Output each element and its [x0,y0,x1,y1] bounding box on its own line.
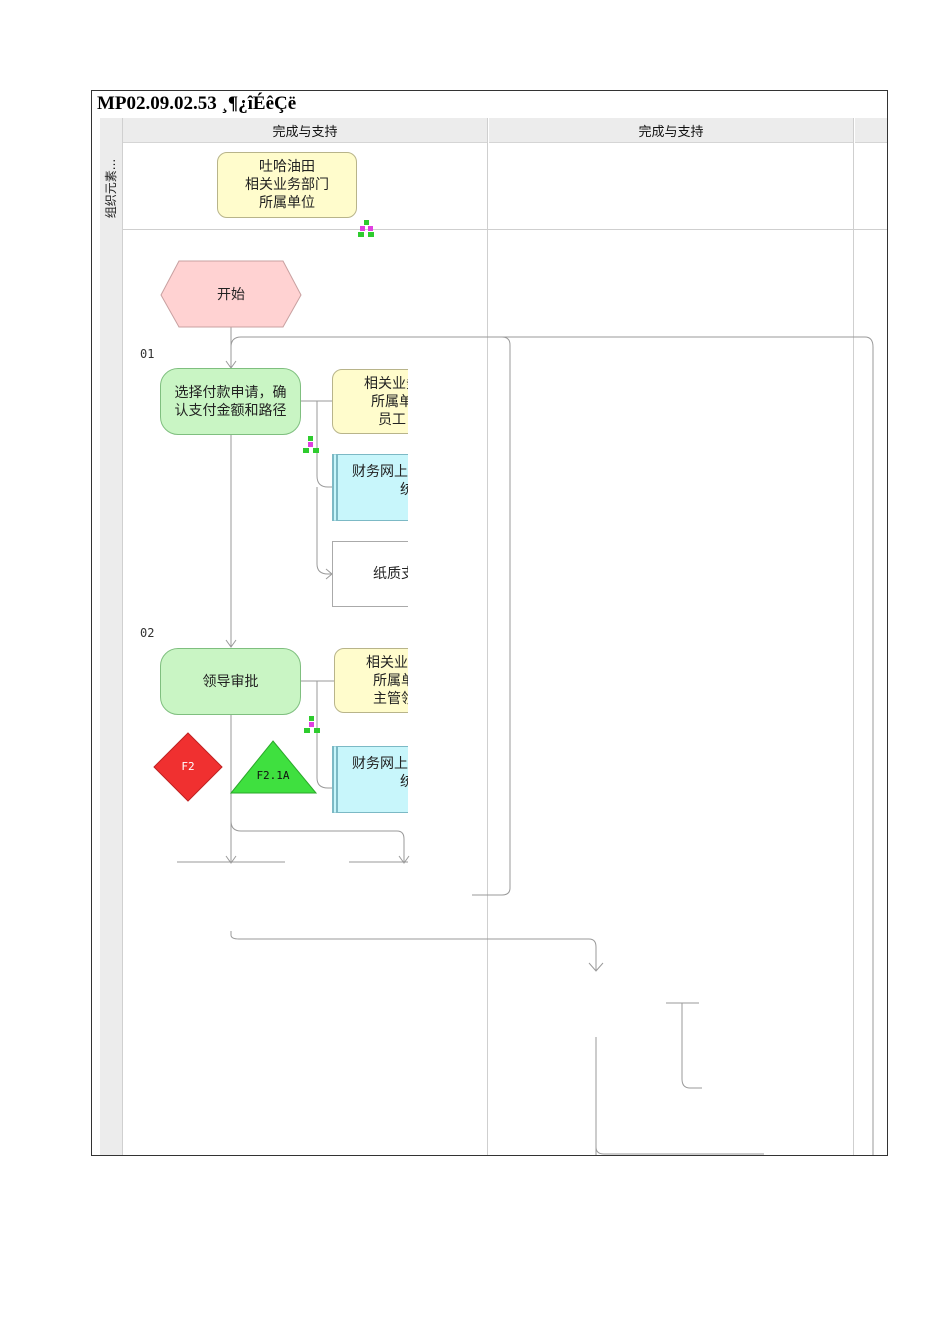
step-01-system-line-2: 统 [352,481,408,499]
step-02-system-line-1: 财务网上 [352,756,408,772]
step-02-role-line-1: 相关业务 [366,654,408,671]
column-header-2-label: 完成与支持 [638,124,704,140]
lane-header-bar [100,118,123,1155]
step-number-02: 02 [140,626,155,640]
step-01-role-line-1: 相关业务 [364,375,408,392]
step-01-system-line-1: 财务网上 [352,464,408,480]
step-01-role-line-3: 员工 [378,411,406,428]
org-unit-line-1: 吐哈油田 [259,159,315,175]
step-01-role-line-2: 所属单 [371,393,408,410]
column-header-3 [855,118,887,143]
activity-02-label: 领导审批 [202,673,259,690]
activity-01-line-2: 认支付金额和路径 [174,402,287,419]
step-02-system-box: 财务网上 统 [332,746,408,813]
org-unit-box: 吐哈油田 相关业务部门 所属单位 [217,152,357,218]
column-header-2: 完成与支持 [489,118,853,143]
step-01-document-label: 纸质支 [373,566,408,582]
org-unit-line-2: 相关业务部门 [245,177,329,193]
column-divider-1 [487,118,488,1155]
column-header-1: 完成与支持 [123,118,487,143]
step-02-role-line-2: 所属单 [373,672,408,689]
step-02-role-box: 相关业务 所属单 主管领 [334,648,408,713]
risk-marker: F2 [158,755,218,779]
step-01-system-box: 财务网上 统 [332,454,408,521]
step-01-document-box: 纸质支 [332,541,408,607]
clipped-region: 相关业务 所属单 员工 财务网上 统 纸质支 相关业务 所属单 主管领 财务网上… [92,91,408,1155]
risk-label: F2 [181,760,195,773]
connector-layer [153,153,874,1155]
process-diagram-frame: MP02.09.02.53 ¸¶¿îÉêÇë 组织元素... 完成与支持 完成与… [91,90,888,1156]
start-label: 开始 [217,287,245,303]
start-node: 开始 [179,267,283,323]
step-number-01: 01 [140,347,155,361]
step-01-role-box: 相关业务 所属单 员工 [332,369,408,434]
org-unit-line-3: 所属单位 [259,195,315,211]
lane-divider [123,229,887,230]
column-divider-2 [853,118,854,1155]
column-header-1-label: 完成与支持 [272,124,338,140]
step-02-system-line-2: 统 [352,773,408,791]
step-02-role-line-3: 主管领 [373,690,408,707]
activity-01-line-1: 选择付款申请，确 [174,384,287,401]
activity-select-payment: 选择付款申请，确 认支付金额和路径 [160,368,301,435]
activity-leader-approval: 领导审批 [160,648,301,715]
control-marker: F2.1A [243,764,303,788]
control-label: F2.1A [256,769,290,782]
diagram-title: MP02.09.02.53 ¸¶¿îÉêÇë [97,93,297,114]
